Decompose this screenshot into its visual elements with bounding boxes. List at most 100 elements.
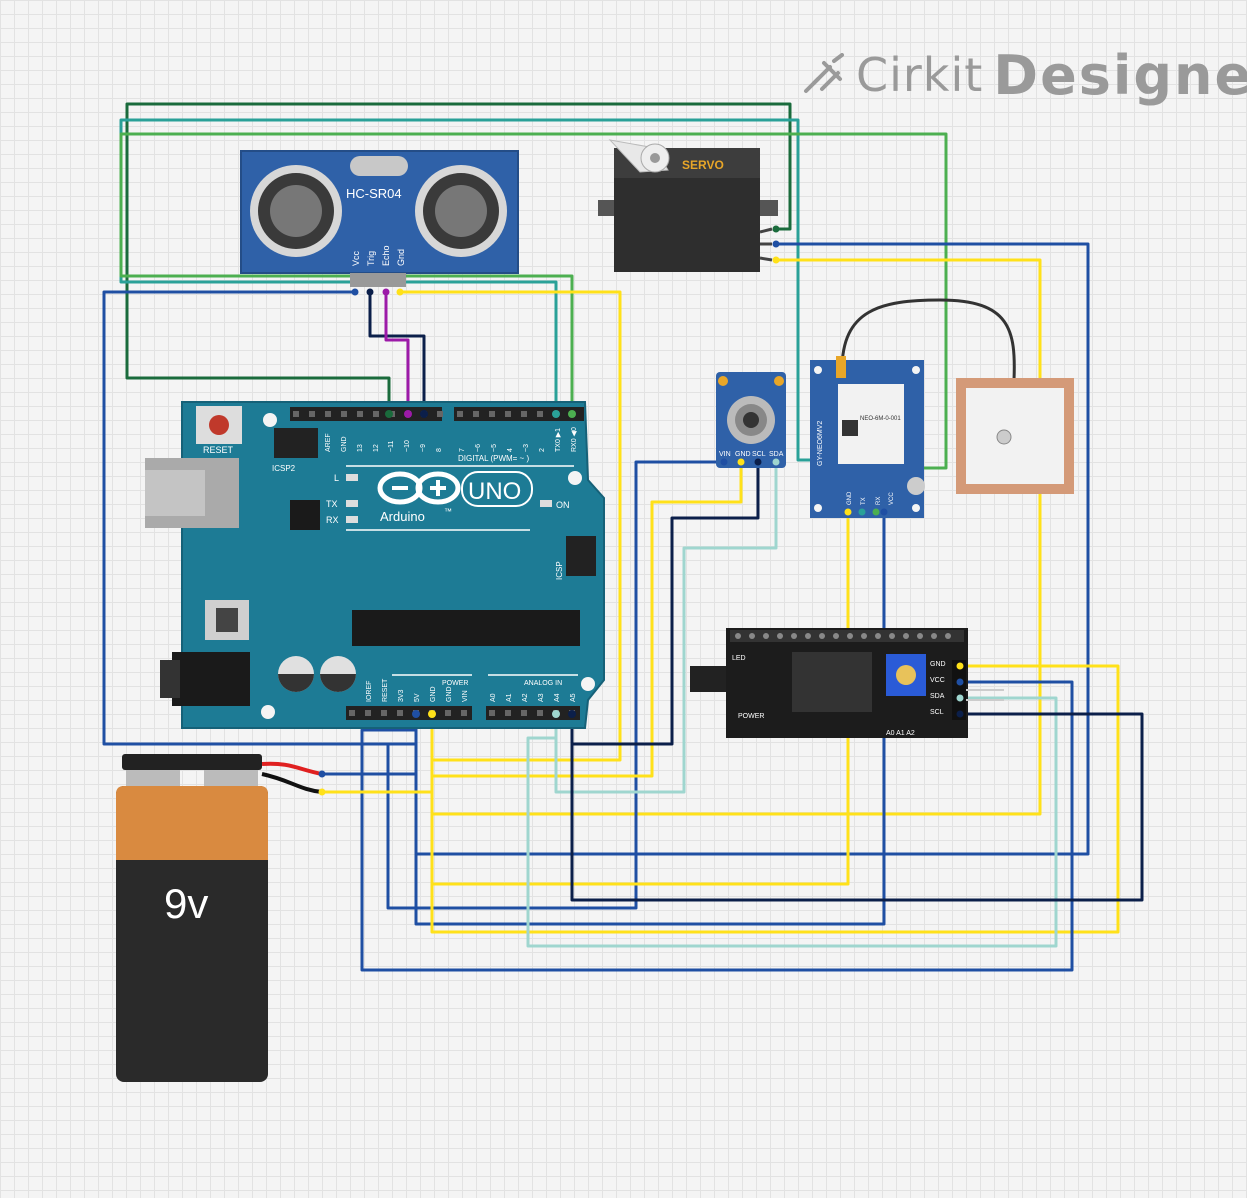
- power-pin-label: GND: [446, 686, 453, 702]
- analog-pin-label: A5: [570, 693, 577, 702]
- logo-brand: Cirkit: [856, 48, 984, 102]
- reset-label: RESET: [203, 445, 234, 455]
- lcd-header-pin: [875, 633, 881, 639]
- power-pin-label: IOREF: [366, 681, 373, 702]
- power-pin-label: VIN: [462, 690, 469, 702]
- digital-pin-label: ~10: [404, 440, 411, 452]
- pin-label-gnd: Gnd: [396, 249, 406, 266]
- lcd-i2c-adapter[interactable]: LED POWER A0 A1 A2 GND VCC SDA SCL: [690, 628, 1004, 738]
- wire-navy-trig[interactable]: [368, 292, 426, 414]
- header-pin[interactable]: [445, 710, 451, 716]
- wire-navy-lcd-scl[interactable]: [570, 712, 1144, 902]
- lcd-header-pin: [945, 633, 951, 639]
- power-header-label: POWER: [442, 680, 468, 687]
- power-pin-label: 5V: [414, 693, 421, 702]
- wire-dark-green[interactable]: [125, 102, 792, 414]
- header-pin[interactable]: [309, 411, 315, 417]
- lcd-header-pin: [847, 633, 853, 639]
- wire-yellow-temp-gnd[interactable]: [432, 462, 743, 778]
- header-pin[interactable]: [341, 411, 347, 417]
- ir-temperature-sensor[interactable]: VIN GND SCL SDA: [716, 372, 786, 468]
- lcd-header-pin: [777, 633, 783, 639]
- svg-text:SDA: SDA: [769, 451, 784, 458]
- lcd-header-pin: [735, 633, 741, 639]
- gps-module[interactable]: NEO-6M-0-001 GY-NEO6MV2 GND TX RX VCC: [810, 298, 1016, 518]
- uno-label: UNO: [468, 478, 521, 505]
- lcd-header-pin: [763, 633, 769, 639]
- digital-pin-label: AREF: [325, 433, 332, 452]
- servo-motor[interactable]: SERVO: [598, 139, 780, 272]
- digital-pin-label: 12: [373, 444, 380, 452]
- svg-text:SCL: SCL: [752, 451, 766, 458]
- digital-pin-label: 4: [507, 448, 514, 452]
- header-pin[interactable]: [521, 411, 527, 417]
- analog-pin-label: A2: [522, 693, 529, 702]
- svg-text:GND: GND: [930, 661, 946, 668]
- icsp2-label: ICSP2: [272, 464, 296, 473]
- header-pin[interactable]: [437, 411, 443, 417]
- lcd-header-pin: [805, 633, 811, 639]
- svg-text:A0 A1 A2: A0 A1 A2: [886, 730, 915, 737]
- wire-purple-echo[interactable]: [384, 292, 410, 414]
- arduino-brand: Arduino: [380, 509, 425, 524]
- header-pin[interactable]: [381, 710, 387, 716]
- gps-board-label: GY-NEO6MV2: [817, 421, 824, 466]
- analog-header-label: ANALOG IN: [524, 680, 562, 687]
- svg-text:TX: TX: [861, 497, 867, 505]
- svg-text:RX: RX: [876, 497, 882, 505]
- digital-label: DIGITAL (PWM= ~ ): [458, 454, 529, 463]
- arduino-uno[interactable]: RESET ICSP2 ICSP UNO Arduino ™ DIGITAL (…: [145, 401, 605, 729]
- header-pin[interactable]: [365, 710, 371, 716]
- gps-antenna[interactable]: [956, 378, 1074, 494]
- wire-lightteal-lcd-sda[interactable]: [526, 696, 1058, 948]
- arduino-connection-pins: [318, 410, 576, 796]
- power-pin-label: 3V3: [398, 689, 405, 702]
- lcd-header-pin: [791, 633, 797, 639]
- arduino-logo: UNO Arduino ™: [377, 471, 533, 524]
- header-pin[interactable]: [537, 710, 543, 716]
- digital-pin-label: ~11: [388, 441, 395, 452]
- header-pin[interactable]: [489, 710, 495, 716]
- wire-blue-battery[interactable]: [322, 714, 418, 776]
- digital-pin-label: 13: [357, 444, 364, 452]
- header-pin[interactable]: [325, 411, 331, 417]
- digital-pin-label: TX0 ▶1: [555, 428, 562, 452]
- header-pin[interactable]: [457, 411, 463, 417]
- wire-blue-temp-vin[interactable]: [386, 460, 724, 910]
- header-pin[interactable]: [357, 411, 363, 417]
- header-pin[interactable]: [349, 710, 355, 716]
- header-pin[interactable]: [521, 710, 527, 716]
- svg-text:VCC: VCC: [889, 492, 895, 505]
- header-pin[interactable]: [505, 411, 511, 417]
- digital-pin-label: GND: [341, 436, 348, 452]
- header-pin[interactable]: [373, 411, 379, 417]
- plug-icon: [804, 53, 844, 93]
- digital-pin-label: ~9: [420, 444, 427, 452]
- header-pin[interactable]: [461, 710, 467, 716]
- ultrasonic-title: HC-SR04: [346, 186, 402, 201]
- header-pin[interactable]: [489, 411, 495, 417]
- ultrasonic-sensor[interactable]: HC-SR04 Vcc Trig Echo Gnd: [240, 150, 519, 296]
- header-pin[interactable]: [505, 710, 511, 716]
- svg-text:L: L: [334, 473, 339, 483]
- lcd-header-pin: [903, 633, 909, 639]
- header-pin[interactable]: [293, 411, 299, 417]
- battery-label: 9v: [164, 880, 208, 927]
- wire-blue-lcd-vcc[interactable]: [360, 680, 1074, 972]
- servo-title: SERVO: [682, 158, 724, 172]
- header-pin[interactable]: [473, 411, 479, 417]
- analog-pin-label: A1: [506, 693, 513, 702]
- header-pin[interactable]: [537, 411, 543, 417]
- lcd-header-pin: [931, 633, 937, 639]
- header-pin[interactable]: [397, 710, 403, 716]
- power-pin-label: GND: [430, 686, 437, 702]
- pin-label-echo: Echo: [381, 245, 391, 266]
- analog-pin-label: A0: [490, 693, 497, 702]
- battery-9v[interactable]: 9v: [116, 754, 323, 1082]
- wire-lightteal-temp-sda[interactable]: [554, 462, 778, 794]
- svg-text:GND: GND: [735, 451, 751, 458]
- analog-pin-label: A3: [538, 693, 545, 702]
- wire-yellow-lcd-gnd[interactable]: [430, 664, 1120, 934]
- svg-text:™: ™: [444, 507, 452, 516]
